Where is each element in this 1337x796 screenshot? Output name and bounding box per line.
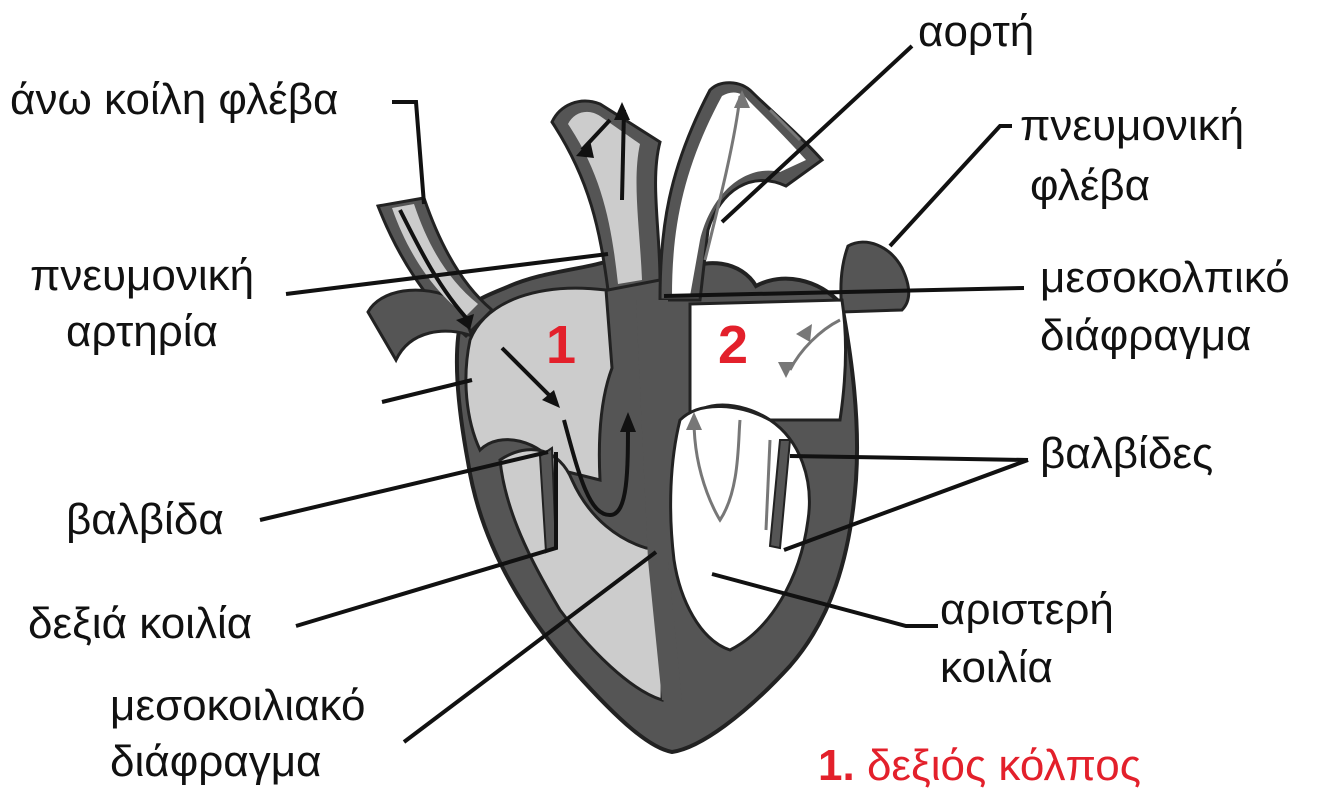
label-ano-koili-fleva: άνω κοίλη φλέβα <box>10 78 338 122</box>
label-pneumoniki-artiria-line2: αρτηρία <box>66 310 218 354</box>
legend-key: 1. <box>818 741 855 790</box>
label-mesokolpiko-line2: διάφραγμα <box>1040 314 1252 358</box>
label-pneumoniki-artiria-line1: πνευμονική <box>30 254 254 298</box>
pulmonary-vein-vessel <box>841 242 909 312</box>
leader-pulm-vein <box>890 126 1012 246</box>
legend: 1. δεξιός κόλπος <box>818 744 1141 788</box>
chamber-number-2: 2 <box>718 318 748 372</box>
label-pneumoniki-fleva-line1: πνευμονική <box>1020 104 1244 148</box>
label-aorti: αορτή <box>918 10 1034 54</box>
label-mesokoiliako-line1: μεσοκοιλιακό <box>110 684 365 728</box>
label-valvida: βαλβίδα <box>66 498 224 542</box>
chamber-number-1: 1 <box>546 318 576 372</box>
label-aristeri-line2: κοιλία <box>940 646 1053 690</box>
label-valvides: βαλβίδες <box>1040 432 1213 476</box>
label-dexia-koilia: δεξιά κοιλία <box>28 602 252 646</box>
left-atrium <box>690 300 846 420</box>
leader-svc <box>392 102 424 204</box>
legend-text: δεξιός κόλπος <box>867 741 1141 790</box>
label-aristeri-line1: αριστερή <box>940 588 1114 632</box>
label-mesokolpiko-line1: μεσοκολπικό <box>1040 256 1290 300</box>
label-mesokoiliako-line2: διάφραγμα <box>110 740 322 784</box>
label-pneumoniki-fleva-line2: φλέβα <box>1030 164 1150 208</box>
